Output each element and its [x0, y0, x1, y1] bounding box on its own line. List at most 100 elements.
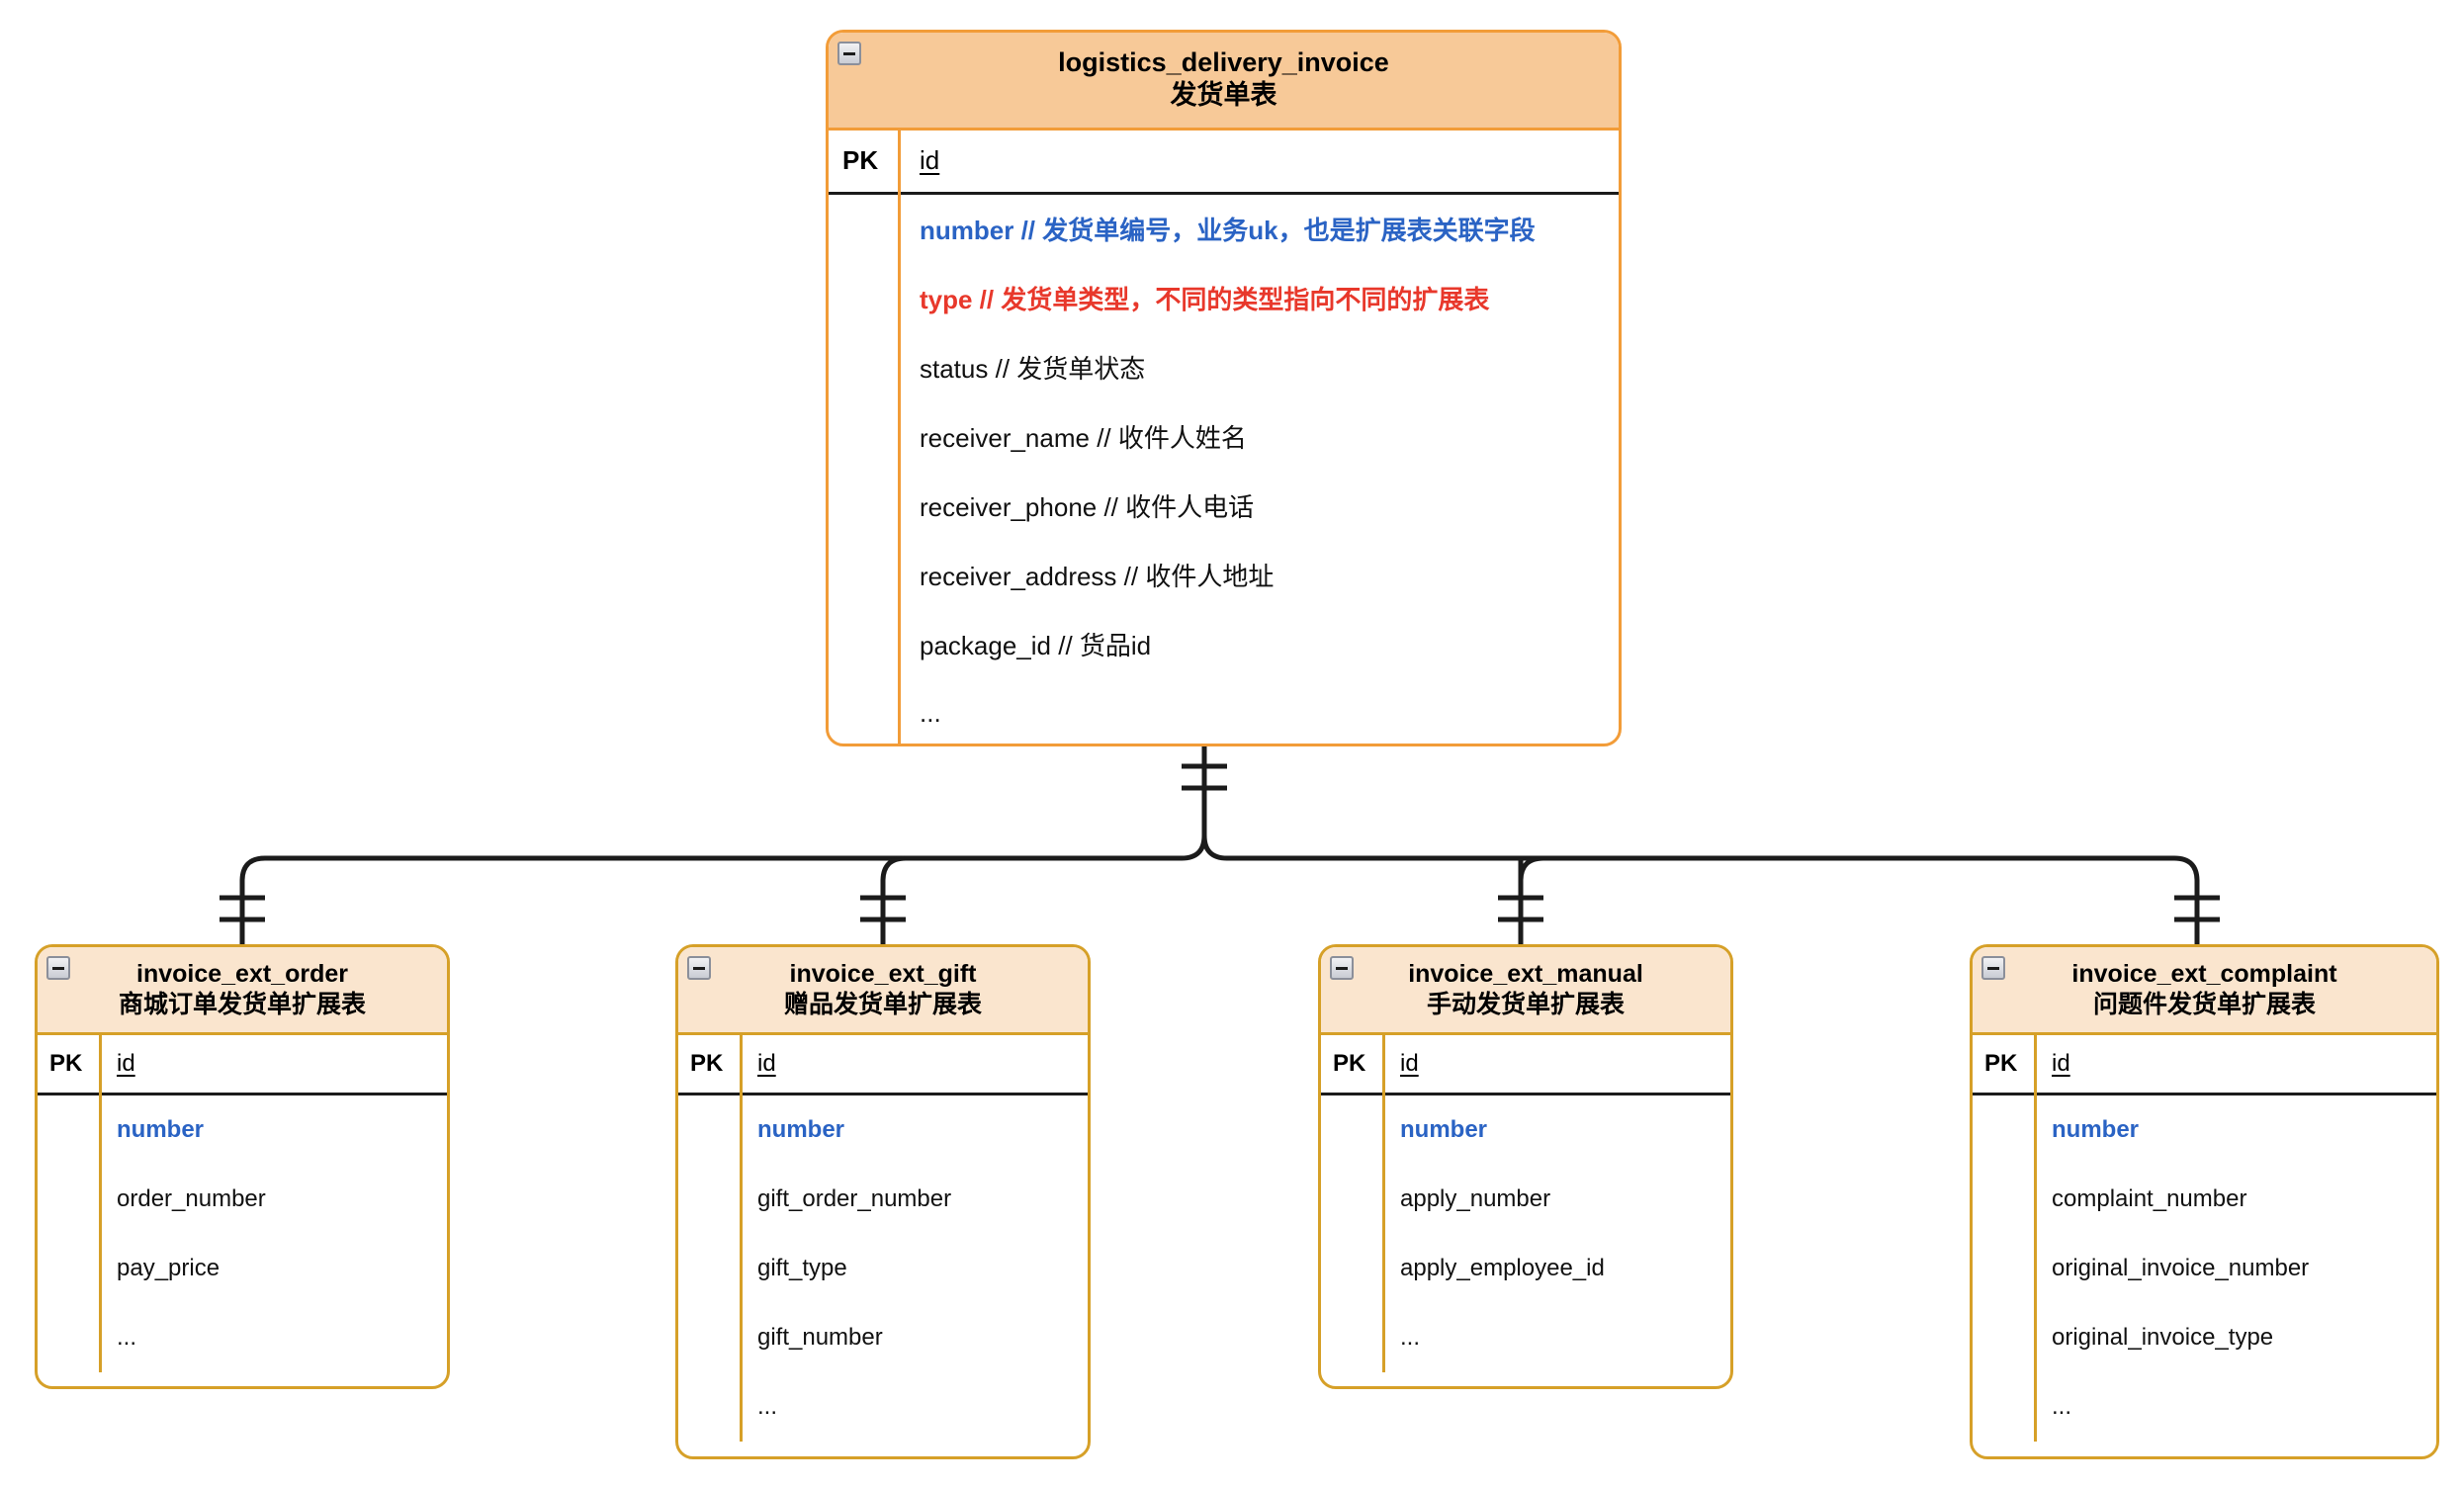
attribute-name: ... — [757, 1393, 778, 1420]
connector-drop-manual — [1518, 855, 1544, 944]
entity-body: PK id number apply_number apply_employee_i… — [1321, 1035, 1730, 1372]
column-divider — [99, 1035, 102, 1372]
attribute-name: gift_number — [757, 1324, 883, 1351]
entity-title: invoice_ext_complaint — [2071, 960, 2337, 988]
connector-bus-junction-left — [1181, 834, 1207, 861]
attribute-row: package_id // 货品id — [829, 610, 1619, 679]
attribute-section: number // 发货单编号，业务uk，也是扩展表关联字段 type // 发货… — [829, 195, 1619, 744]
entity-logistics-delivery-invoice[interactable]: logistics_delivery_invoice 发货单表 PK id nu… — [826, 30, 1622, 746]
attribute-section: number complaint_number original_invoice_n… — [1973, 1095, 2436, 1442]
attribute-row: complaint_number — [1973, 1165, 2436, 1234]
attribute-name: number — [2052, 1116, 2140, 1143]
attribute-row: number — [1321, 1095, 1730, 1165]
entity-title-cn: 问题件发货单扩展表 — [2092, 990, 2316, 1018]
pk-label: PK — [842, 145, 879, 176]
pk-field-name: id — [757, 1050, 776, 1077]
pk-field-name: id — [1400, 1050, 1419, 1077]
attribute-name: ... — [1400, 1324, 1421, 1351]
attribute-row: apply_employee_id — [1321, 1234, 1730, 1303]
collapse-minus-icon[interactable] — [46, 956, 70, 980]
pk-field-name: id — [2052, 1050, 2070, 1077]
entity-body: PK id number order_number pay_price... — [38, 1035, 447, 1372]
column-divider — [740, 1035, 743, 1442]
collapse-minus-icon[interactable] — [1330, 956, 1354, 980]
attribute-name: receiver_name // 收件人姓名 — [920, 423, 1247, 454]
attribute-name: number — [757, 1116, 845, 1143]
entity-invoice-ext-gift[interactable]: invoice_ext_gift 赠品发货单扩展表 PK id number gi… — [675, 944, 1091, 1459]
attribute-row: number // 发货单编号，业务uk，也是扩展表关联字段 — [829, 195, 1619, 264]
attribute-name: original_invoice_number — [2052, 1255, 2310, 1281]
attribute-row: gift_number — [678, 1303, 1088, 1372]
entity-body: PK id number complaint_number original_inv… — [1973, 1035, 2436, 1442]
attribute-row: order_number — [38, 1165, 447, 1234]
pk-field-name: id — [117, 1050, 135, 1077]
entity-header: invoice_ext_complaint 问题件发货单扩展表 — [1973, 947, 2436, 1035]
attribute-name: number — [1400, 1116, 1488, 1143]
entity-invoice-ext-order[interactable]: invoice_ext_order 商城订单发货单扩展表 PK id numbe… — [35, 944, 450, 1389]
entity-header: invoice_ext_manual 手动发货单扩展表 — [1321, 947, 1730, 1035]
attribute-row: gift_type — [678, 1234, 1088, 1303]
entity-body: PK id number // 发货单编号，业务uk，也是扩展表关联字段 type… — [829, 130, 1619, 744]
attribute-row: receiver_address // 收件人地址 — [829, 541, 1619, 610]
entity-title-cn: 发货单表 — [1170, 79, 1277, 110]
attribute-row: original_invoice_type — [1973, 1303, 2436, 1372]
attribute-row: number — [678, 1095, 1088, 1165]
collapse-minus-icon[interactable] — [1981, 956, 2005, 980]
pk-field-name: id — [920, 145, 940, 176]
attribute-name: apply_employee_id — [1400, 1255, 1605, 1281]
attribute-row-pk: PK id — [829, 131, 1619, 192]
attribute-section: number order_number pay_price... — [38, 1095, 447, 1372]
section-separator — [1321, 1093, 1730, 1095]
connector-drop-gift — [880, 855, 907, 944]
column-divider — [898, 130, 901, 744]
connector-bus-junction — [1201, 834, 1228, 861]
attribute-name: ... — [2052, 1393, 2072, 1420]
attribute-row: number — [1973, 1095, 2436, 1165]
column-divider — [2034, 1035, 2037, 1442]
attribute-name: package_id // 货品id — [920, 631, 1152, 661]
attribute-name: complaint_number — [2052, 1185, 2247, 1212]
entity-title: invoice_ext_manual — [1408, 960, 1643, 988]
entity-invoice-ext-manual[interactable]: invoice_ext_manual 手动发货单扩展表 PK id number… — [1318, 944, 1733, 1389]
section-separator — [1973, 1093, 2436, 1095]
attribute-row: number — [38, 1095, 447, 1165]
entity-header: logistics_delivery_invoice 发货单表 — [829, 33, 1619, 131]
primary-key-section: PK id — [1973, 1035, 2436, 1093]
attribute-row: apply_number — [1321, 1165, 1730, 1234]
attribute-row: status // 发货单状态 — [829, 333, 1619, 402]
primary-key-section: PK id — [678, 1035, 1088, 1093]
attribute-row: type // 发货单类型，不同的类型指向不同的扩展表 — [829, 264, 1619, 333]
collapse-minus-icon[interactable] — [837, 42, 861, 65]
attribute-name: apply_number — [1400, 1185, 1551, 1212]
attribute-name: pay_price — [117, 1255, 220, 1281]
attribute-section: number apply_number apply_employee_id... — [1321, 1095, 1730, 1372]
attribute-row: original_invoice_number — [1973, 1234, 2436, 1303]
pk-label: PK — [49, 1050, 83, 1077]
entity-invoice-ext-complaint[interactable]: invoice_ext_complaint 问题件发货单扩展表 PK id nu… — [1970, 944, 2439, 1459]
attribute-row-pk: PK id — [38, 1035, 447, 1093]
section-separator — [678, 1093, 1088, 1095]
column-divider — [1382, 1035, 1385, 1372]
entity-title-cn: 手动发货单扩展表 — [1426, 990, 1625, 1018]
attribute-name: number // 发货单编号，业务uk，也是扩展表关联字段 — [920, 216, 1536, 246]
pk-label: PK — [1984, 1050, 2018, 1077]
entity-header: invoice_ext_gift 赠品发货单扩展表 — [678, 947, 1088, 1035]
attribute-row-pk: PK id — [1321, 1035, 1730, 1093]
attribute-row: pay_price — [38, 1234, 447, 1303]
section-separator — [38, 1093, 447, 1095]
attribute-row: ... — [38, 1303, 447, 1372]
entity-title: invoice_ext_gift — [789, 960, 977, 988]
attribute-name: receiver_address // 收件人地址 — [920, 562, 1275, 592]
attribute-row: receiver_name // 收件人姓名 — [829, 402, 1619, 472]
primary-key-section: PK id — [829, 131, 1619, 192]
attribute-row-pk: PK id — [1973, 1035, 2436, 1093]
connector-drop-complaint — [2173, 855, 2200, 944]
entity-header: invoice_ext_order 商城订单发货单扩展表 — [38, 947, 447, 1035]
primary-key-section: PK id — [38, 1035, 447, 1093]
attribute-name: number — [117, 1116, 205, 1143]
attribute-name: receiver_phone // 收件人电话 — [920, 492, 1255, 523]
entity-title: logistics_delivery_invoice — [1058, 47, 1389, 77]
collapse-minus-icon[interactable] — [687, 956, 711, 980]
